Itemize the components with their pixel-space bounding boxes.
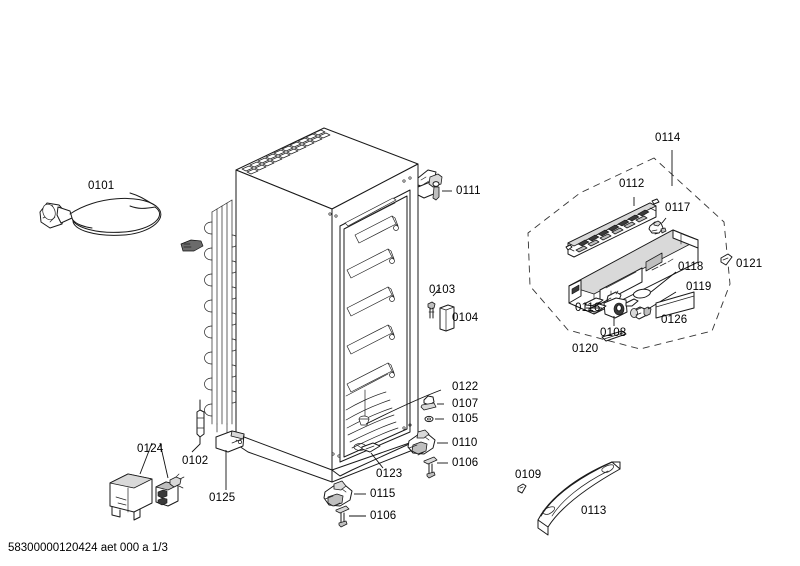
bottom-drain-tray [345, 373, 399, 451]
callout-label-0109: 0109 [515, 469, 542, 481]
callout-label-0116: 0116 [575, 302, 601, 314]
part-0102-temperature-sensor [191, 399, 205, 453]
callout-label-0111: 0111 [456, 185, 481, 197]
part-0112-display-board [565, 197, 660, 258]
callout-label-0110: 0110 [452, 437, 478, 449]
callout-label-0115: 0115 [370, 488, 396, 500]
part-0109-handle-clip [517, 483, 527, 494]
part-0106-levelling-foot-right [423, 456, 448, 479]
callout-label-0126: 0126 [661, 314, 688, 326]
callout-label-0121: 0121 [736, 258, 763, 270]
callout-label-0101: 0101 [88, 180, 115, 192]
part-0114-panel-trim [568, 229, 699, 315]
part-0125-terminal-box [215, 430, 245, 490]
part-0105-washer [424, 415, 444, 423]
callout-label-0107: 0107 [452, 398, 479, 410]
callout-label-0114: 0114 [655, 132, 681, 144]
part-0117-rotary-knob [648, 217, 667, 235]
callout-label-0113: 0113 [581, 505, 607, 517]
part-0111-upper-hinge [417, 169, 452, 201]
callout-label-0108: 0108 [600, 327, 627, 339]
part-0126-information-plate [655, 291, 695, 319]
part-0110-lower-hinge-right [407, 429, 448, 456]
part-0115-lower-hinge-left [323, 480, 366, 507]
top-ventilation-slots [241, 129, 331, 175]
part-main-cabinet [235, 127, 419, 483]
callout-label-0124: 0124 [137, 443, 164, 455]
callout-label-0120: 0120 [572, 343, 599, 355]
part-0106-levelling-foot-left [335, 505, 366, 528]
part-0122-drain-plug-leader [365, 389, 442, 425]
part-0124-compressor-relay [109, 442, 185, 521]
part-0118-lens-cover [633, 271, 677, 299]
part-0119-lamp-bulb [630, 291, 677, 320]
drawing-footer-text: 58300000120424 aet 000 a 1/3 [8, 542, 168, 554]
part-0120-label-plate [601, 330, 627, 342]
callout-label-0118: 0118 [678, 261, 704, 273]
part-0116-panel-clip [585, 297, 607, 313]
part-0103-door-stop-pin [427, 287, 441, 319]
interior-shelf-rails [346, 215, 399, 393]
callout-label-0122: 0122 [452, 381, 479, 393]
callout-label-0103: 0103 [429, 284, 456, 296]
part-0121-end-cap [720, 253, 733, 266]
part-coil-clip [180, 239, 204, 252]
callout-label-0119: 0119 [686, 281, 712, 293]
callout-label-0117: 0117 [665, 202, 691, 214]
callout-label-0102: 0102 [182, 455, 209, 467]
part-0123-spacer-block [361, 442, 384, 469]
callout-label-0125: 0125 [209, 492, 236, 504]
part-0104-cover-block [439, 304, 455, 332]
part-0108-switch-bracket [603, 290, 639, 326]
assembly-boundary-0114 [527, 157, 731, 350]
part-condenser-coil [204, 199, 239, 435]
part-0107-hinge-bush [420, 395, 444, 411]
callout-label-0106-right: 0106 [452, 457, 479, 469]
callout-label-0104: 0104 [452, 312, 479, 324]
part-0101-power-cord [39, 192, 162, 236]
callout-label-0106-left: 0106 [370, 510, 397, 522]
callout-label-0105: 0105 [452, 413, 479, 425]
part-0113-door-handle [537, 461, 621, 536]
callout-label-0112: 0112 [619, 178, 645, 190]
callout-label-0123: 0123 [376, 468, 403, 480]
